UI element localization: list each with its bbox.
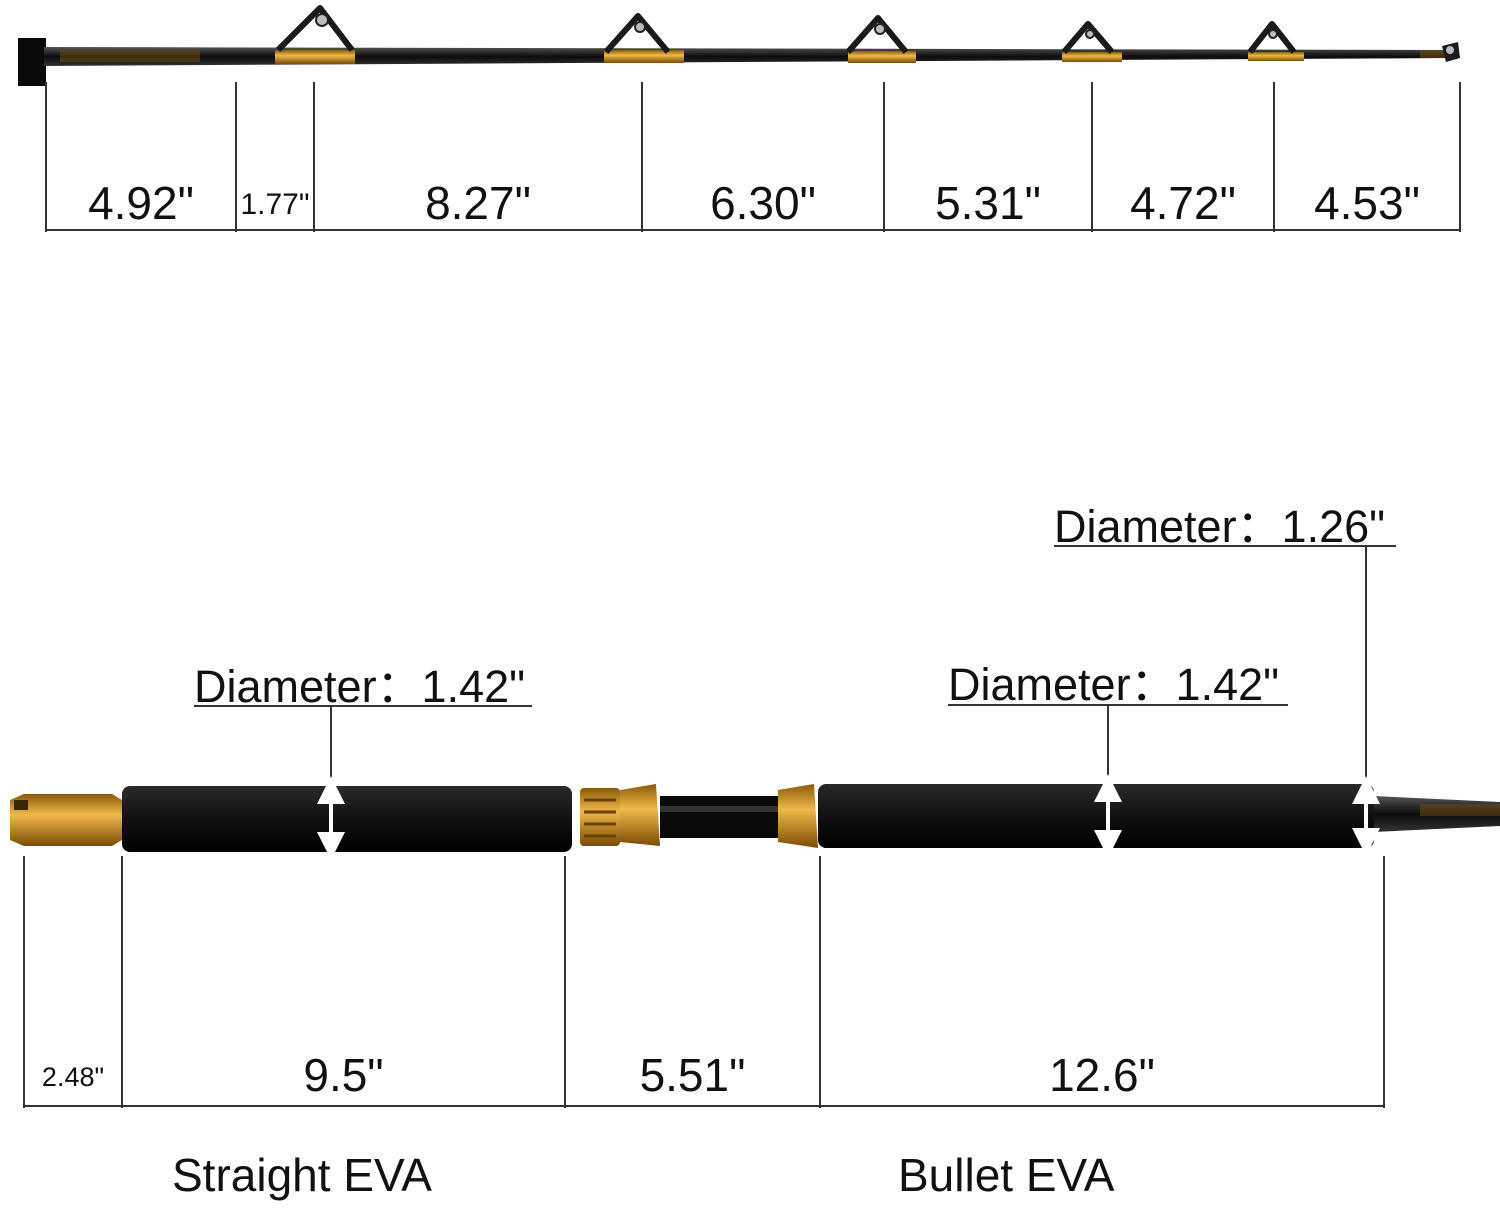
bottom-dimension-lines xyxy=(23,856,1385,1108)
rod-blank xyxy=(44,47,1455,66)
top-measurement-7: 4.53" xyxy=(1314,177,1420,229)
top-measurement-4: 6.30" xyxy=(710,177,816,229)
caption-straight-eva: Straight EVA xyxy=(172,1149,432,1201)
gold-wrap xyxy=(1062,52,1122,62)
top-measurement-2: 1.77" xyxy=(240,188,310,221)
reel-seat-nut xyxy=(580,788,620,846)
gold-wrap xyxy=(848,51,916,63)
diameter-indicators xyxy=(194,545,1396,860)
caption-bullet-eva: Bullet EVA xyxy=(898,1149,1115,1201)
top-dimension-lines xyxy=(45,82,1461,232)
diameter-label-fore-grip: Diameter：1.26" xyxy=(1054,501,1386,552)
roller-guide-2 xyxy=(603,13,671,54)
bottom-measurement-3: 5.51" xyxy=(639,1049,746,1101)
handle-closeup-image xyxy=(10,784,1500,852)
diameter-label-straight-grip: Diameter：1.42" xyxy=(194,661,526,712)
roller-guide-1 xyxy=(275,5,355,53)
roller-guide-3 xyxy=(845,15,909,54)
reel-seat-hood xyxy=(620,784,660,846)
gold-wrap xyxy=(275,50,355,64)
top-measurement-6: 4.72" xyxy=(1130,177,1236,229)
top-measurement-3: 8.27" xyxy=(425,177,531,229)
roller-guide-4 xyxy=(1061,21,1115,54)
straight-eva-grip xyxy=(122,786,572,852)
diameter-label-bullet-grip: Diameter：1.42" xyxy=(948,659,1280,710)
reel-seat-barrel xyxy=(660,796,778,838)
bottom-measurement-2: 9.5" xyxy=(303,1049,384,1101)
top-measurement-1: 4.92" xyxy=(88,177,194,229)
bullet-eva-grip xyxy=(818,784,1374,848)
reel-seat-ring xyxy=(778,784,818,848)
roller-guide-5 xyxy=(1247,21,1297,54)
gold-wrap xyxy=(1248,52,1304,61)
bottom-measurement-1: 2.48" xyxy=(41,1062,105,1092)
gimbal-butt xyxy=(10,794,122,846)
full-rod-image xyxy=(18,5,1460,86)
gold-wrap xyxy=(604,50,684,63)
bottom-measurement-4: 12.6" xyxy=(1049,1049,1155,1101)
top-measurement-5: 5.31" xyxy=(935,177,1041,229)
rod-butt-cap xyxy=(18,38,46,86)
